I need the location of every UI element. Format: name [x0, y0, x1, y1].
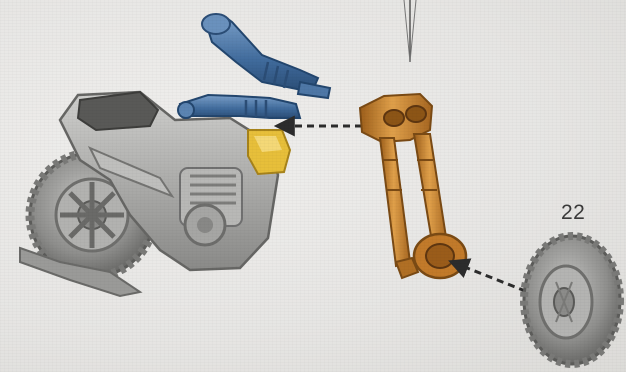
step-number-label: 22 — [561, 201, 585, 225]
front-wheel — [524, 236, 620, 364]
motorcycle-frame — [20, 92, 278, 296]
engine-cover-bolt — [197, 217, 213, 233]
front-fork — [360, 94, 466, 278]
blue-handlebar-parts — [178, 14, 330, 118]
seat — [78, 92, 158, 130]
